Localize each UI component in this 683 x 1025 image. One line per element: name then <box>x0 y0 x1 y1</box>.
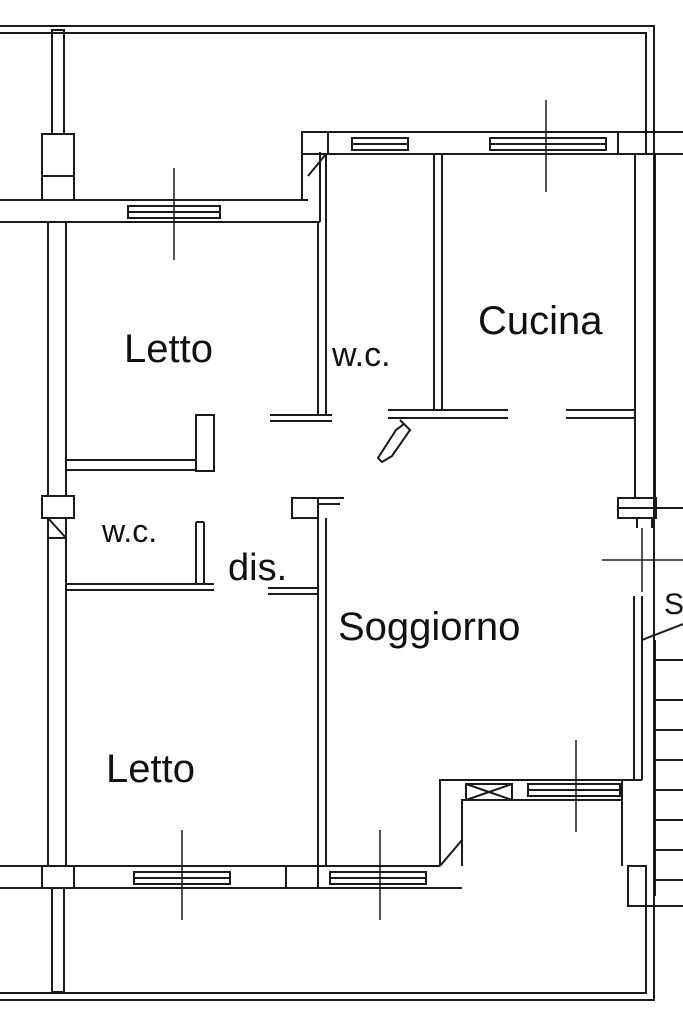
room-label-letto-top: Letto <box>124 327 213 371</box>
left-columns <box>41 29 75 993</box>
terrace-outline <box>0 25 655 1001</box>
room-label-wc-small: w.c. <box>101 513 157 549</box>
room-labels: Letto w.c. Cucina w.c. dis. Soggiorno Le… <box>101 299 683 791</box>
windows <box>127 137 621 885</box>
door-swing <box>376 419 412 464</box>
room-label-letto-bottom: Letto <box>106 747 195 791</box>
section-marks <box>173 100 683 920</box>
interior-walls <box>66 131 683 889</box>
room-label-wc-top: w.c. <box>331 336 391 374</box>
staircase <box>641 623 683 907</box>
room-label-cucina: Cucina <box>478 299 603 343</box>
room-label-soggiorno: Soggiorno <box>338 605 520 649</box>
room-label-edge: S <box>664 588 683 621</box>
room-label-dis: dis. <box>228 547 287 589</box>
